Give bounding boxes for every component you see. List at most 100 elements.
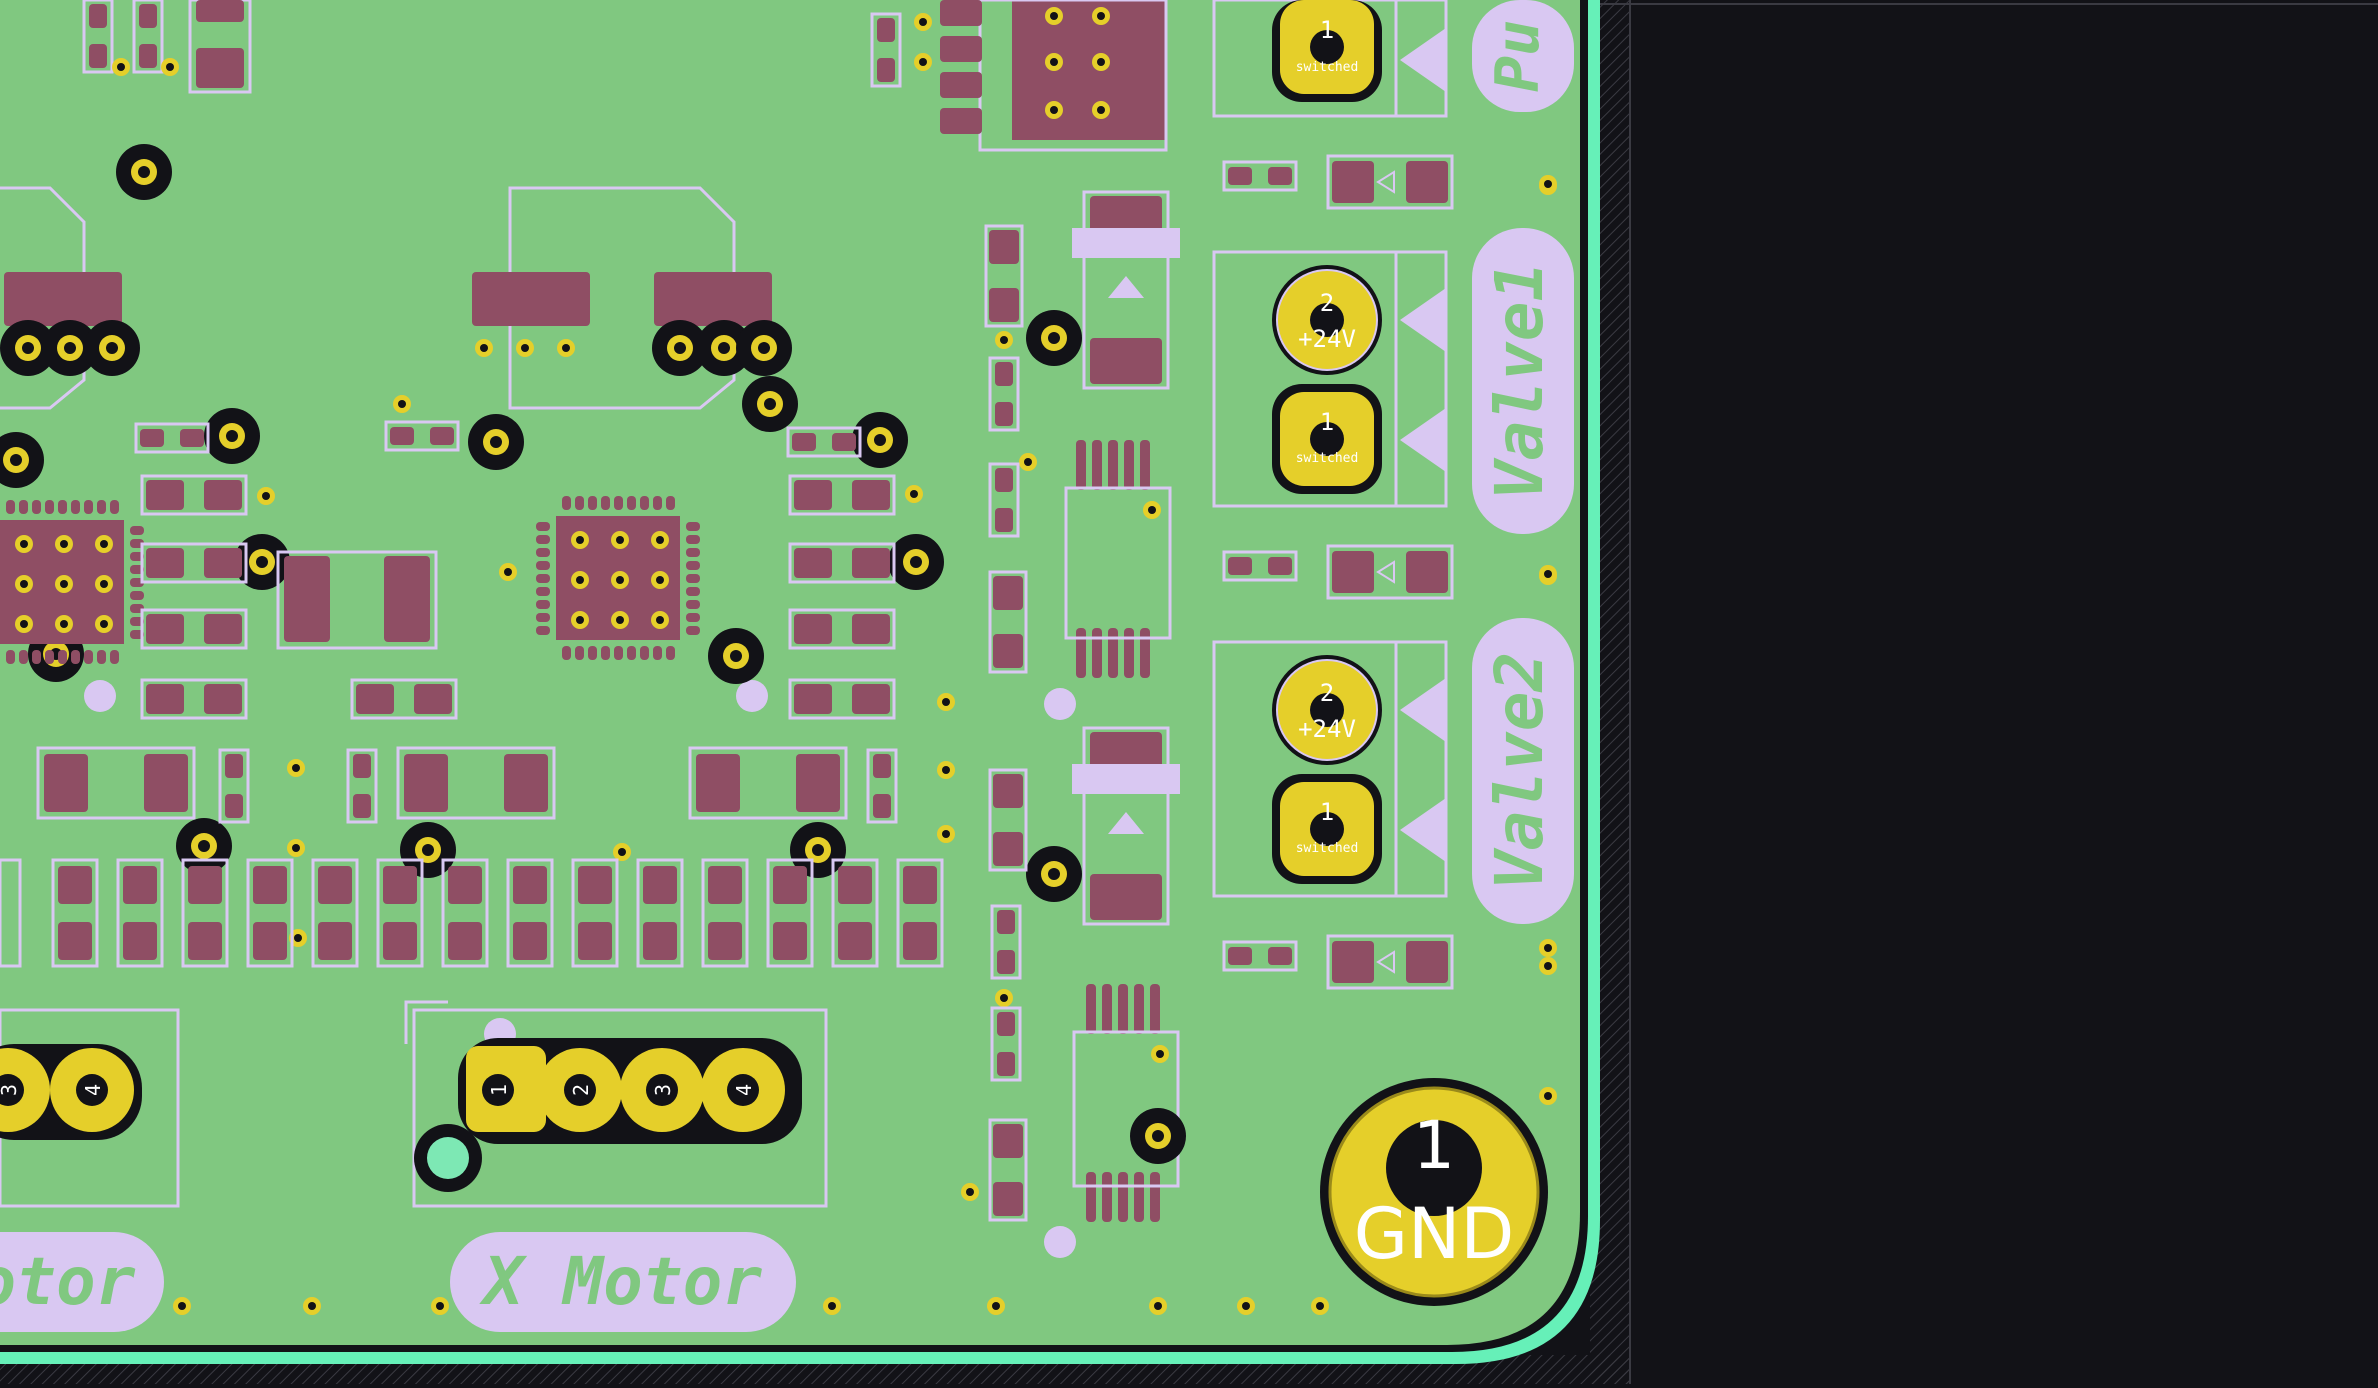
small-resistor-pad bbox=[139, 4, 157, 28]
qfn-lead bbox=[45, 650, 54, 664]
qfn-lead bbox=[601, 646, 610, 660]
small-resistor-pad bbox=[997, 1052, 1015, 1076]
led-pad bbox=[1332, 161, 1374, 203]
valve1-connector-outline bbox=[1212, 250, 1448, 508]
left-motor-pad-3[interactable] bbox=[0, 1048, 50, 1132]
led-symbol bbox=[1376, 950, 1395, 974]
fiducial-marker bbox=[1044, 1226, 1076, 1258]
led-outline bbox=[1326, 934, 1454, 990]
thru-hole-drill bbox=[22, 342, 34, 354]
qfn-lead bbox=[19, 500, 28, 514]
small-resistor-outline bbox=[786, 426, 862, 458]
row-passive-pad bbox=[708, 922, 742, 960]
led-pad bbox=[1406, 941, 1448, 983]
x-motor-pad-3-drill bbox=[646, 1074, 678, 1106]
qfn-lead bbox=[686, 626, 700, 635]
thru-hole-drill bbox=[226, 430, 238, 442]
passive-0-outline bbox=[140, 474, 248, 516]
small-resistor-pad bbox=[995, 402, 1013, 426]
row-passive-pad bbox=[318, 866, 352, 904]
small-resistor-pad bbox=[430, 427, 454, 445]
led-outline bbox=[1326, 544, 1454, 600]
x-motor-label-bg bbox=[450, 1232, 796, 1332]
row-passive-outline bbox=[636, 858, 684, 968]
small-resistor-pad bbox=[997, 950, 1015, 974]
thru-hole-drill bbox=[758, 342, 770, 354]
valve1-pad-2-drill bbox=[1310, 303, 1344, 337]
passive-1-outline bbox=[140, 542, 248, 584]
thru-hole-drill bbox=[910, 556, 922, 568]
valve1-pin1-label: 1 bbox=[1320, 408, 1334, 436]
row-passive-pad bbox=[578, 866, 612, 904]
qfn-via-drill bbox=[60, 540, 68, 548]
via-drill bbox=[942, 766, 950, 774]
qfn-lead bbox=[58, 650, 67, 664]
qfn-lead bbox=[536, 561, 550, 570]
x-motor-pad-2-drill bbox=[564, 1074, 596, 1106]
passive-0-pad-a bbox=[146, 480, 184, 510]
small-resistor-pad bbox=[1268, 557, 1292, 575]
led-outline bbox=[1326, 154, 1454, 210]
qfn-lead bbox=[536, 587, 550, 596]
x-motor-pad-4-drill bbox=[727, 1074, 759, 1106]
small-resistor-pad bbox=[1228, 557, 1252, 575]
qfn-lead bbox=[536, 548, 550, 557]
x-motor-pin1-label: 1 bbox=[487, 1084, 511, 1096]
row-passive-pad bbox=[188, 866, 222, 904]
ic-side-pad bbox=[940, 72, 982, 98]
row-passive-pad bbox=[58, 922, 92, 960]
vertical-capacitor-outline bbox=[988, 768, 1028, 872]
power-resistor-outline bbox=[396, 746, 556, 820]
qfn-via-drill bbox=[20, 540, 28, 548]
ic-lead bbox=[1124, 440, 1134, 490]
small-resistor-outline bbox=[82, 0, 114, 74]
ic-outline bbox=[1064, 486, 1172, 640]
qfn-via-drill bbox=[60, 580, 68, 588]
via-drill bbox=[1000, 994, 1008, 1002]
ic-lead bbox=[1124, 628, 1134, 678]
power-resistor-pad bbox=[696, 754, 740, 812]
qfn-lead bbox=[84, 650, 93, 664]
led-pad bbox=[1332, 941, 1374, 983]
qfn-via-drill bbox=[100, 580, 108, 588]
qfn-lead bbox=[32, 500, 41, 514]
header-via-drill bbox=[1097, 106, 1105, 114]
diode-outline bbox=[1082, 726, 1170, 926]
qfn-lead bbox=[19, 650, 28, 664]
qfn-via-drill bbox=[100, 620, 108, 628]
row-passive-outline bbox=[441, 858, 489, 968]
vertical-capacitor-pad-b bbox=[993, 832, 1023, 866]
thru-hole-drill bbox=[10, 454, 22, 466]
small-resistor-pad bbox=[877, 18, 895, 42]
vertical-capacitor-pad-b bbox=[993, 1182, 1023, 1216]
x-motor-pad-1-drill bbox=[482, 1074, 514, 1106]
small-resistor-outline bbox=[132, 0, 164, 74]
x-motor-pin3-label: 3 bbox=[651, 1084, 675, 1096]
small-resistor-pad bbox=[873, 754, 891, 778]
passive-2-outline bbox=[140, 608, 248, 650]
qfn-lead bbox=[97, 500, 106, 514]
cap-outline-top bbox=[188, 0, 252, 94]
cursor-marker[interactable] bbox=[427, 1137, 469, 1179]
via-drill bbox=[521, 344, 529, 352]
power-resistor-outline bbox=[688, 746, 848, 820]
vertical-capacitor-outline bbox=[988, 570, 1028, 674]
thru-hole-drill bbox=[198, 840, 210, 852]
vertical-capacitor-pad-b bbox=[993, 634, 1023, 668]
thru-hole-drill bbox=[1152, 1130, 1164, 1142]
passive-5-pad-b bbox=[852, 548, 890, 578]
qfn-lead bbox=[536, 522, 550, 531]
qfn-via-drill bbox=[100, 540, 108, 548]
small-resistor-outline bbox=[990, 1006, 1022, 1082]
row-passive-pad bbox=[773, 922, 807, 960]
power-resistor-pad bbox=[796, 754, 840, 812]
small-resistor-pad bbox=[792, 433, 816, 451]
diode-symbol bbox=[1108, 812, 1144, 834]
left-motor-pad-4-drill bbox=[76, 1074, 108, 1106]
via-drill bbox=[504, 568, 512, 576]
qfn-lead bbox=[588, 646, 597, 660]
diode-pad bbox=[1090, 196, 1162, 234]
via-drill bbox=[117, 63, 125, 71]
